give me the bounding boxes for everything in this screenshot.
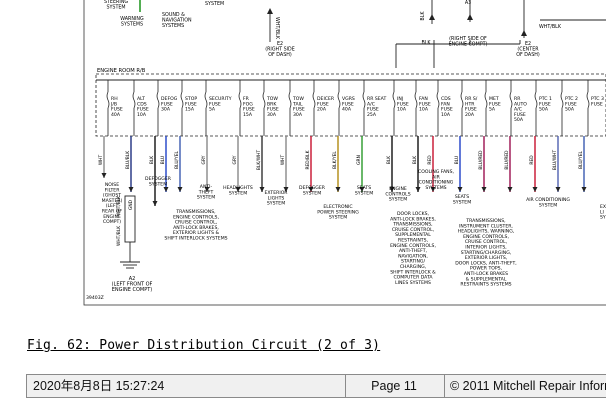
wire-color-label: GRY: [201, 155, 207, 164]
wire-color-label: RED: [529, 155, 535, 165]
diagram-frame: [83, 0, 606, 306]
footer-copyright: © 2011 Mitchell Repair Information: [450, 379, 606, 393]
wire-color-label: BLK/YEL: [332, 151, 338, 169]
wire-color-label: BLK: [386, 156, 392, 164]
ground-wire-label: WHT/BLK: [116, 196, 122, 216]
destination-label: TRANSMISSIONS,ENGINE CONTROLS,CRUISE CON…: [164, 209, 227, 242]
wire-color-label: BLU: [160, 156, 166, 164]
destination-label: TRANSMISSIONS,INSTRUMENT CLUSTER,HEADLIG…: [455, 218, 517, 288]
wire-color-label: BLU/RED: [504, 150, 510, 170]
top-label: WHT/BLK: [274, 17, 280, 40]
wire-color-label: BLU/YEL: [174, 151, 180, 169]
footer-datetime: 2020年8月8日 15:27:24: [33, 379, 165, 393]
destination-label: DOOR LOCKS,ANTI-LOCK BRAKES,TRANSMISSION…: [390, 211, 436, 286]
top-label: WHT/BLK: [539, 24, 562, 30]
wire-color-label: RED: [427, 155, 433, 165]
wire-color-label: WHT: [98, 155, 104, 166]
figure-reference-code: 39403Z: [86, 295, 104, 301]
wire-color-label: BLU/RED: [478, 150, 484, 170]
relay-block-label: ENGINE ROOM R/B: [97, 68, 146, 74]
wire-color-label: BLU/WHT: [552, 150, 558, 171]
wire-color-label: BLU: [454, 156, 460, 164]
wire-color-label: BLU/BLK: [125, 151, 131, 169]
wire-color-label: GRN: [356, 155, 362, 165]
wire-color-label: BLU/YEL: [578, 151, 584, 169]
footer-page: Page 11: [371, 379, 417, 393]
wire-color-label: RED/BLK: [305, 150, 311, 169]
wire-row: WHT BLU/BLK BLK BLU BLU/YEL GRY GRY BLK/WHT WHT R…: [98, 136, 587, 206]
footer-bar: 2020年8月8日 15:27:24 Page 11 © 2011 Mitche…: [26, 374, 606, 398]
top-wiring: [139, 0, 606, 68]
wire-color-label: WHT: [280, 155, 286, 166]
wire-color-label: BLK: [149, 156, 155, 164]
engine-room-relay-block: [95, 73, 606, 137]
ground-circuit: [120, 195, 140, 269]
wire-color-label: BLK/WHT: [256, 150, 262, 170]
wire-color-label: BLK: [412, 156, 418, 164]
top-label: A3: [465, 0, 471, 6]
wire-color-label: GRY: [232, 155, 238, 164]
figure-caption: Fig. 62: Power Distribution Circuit (2 o…: [27, 338, 381, 353]
top-label: SYSTEM: [205, 1, 224, 7]
top-arrows: [267, 8, 527, 36]
ground-wire-label-2: WHT/BLK: [116, 226, 122, 246]
top-label: BLK: [421, 40, 431, 46]
top-label: BLK: [420, 11, 426, 21]
ground-wire-label-3: GND: [128, 199, 134, 210]
